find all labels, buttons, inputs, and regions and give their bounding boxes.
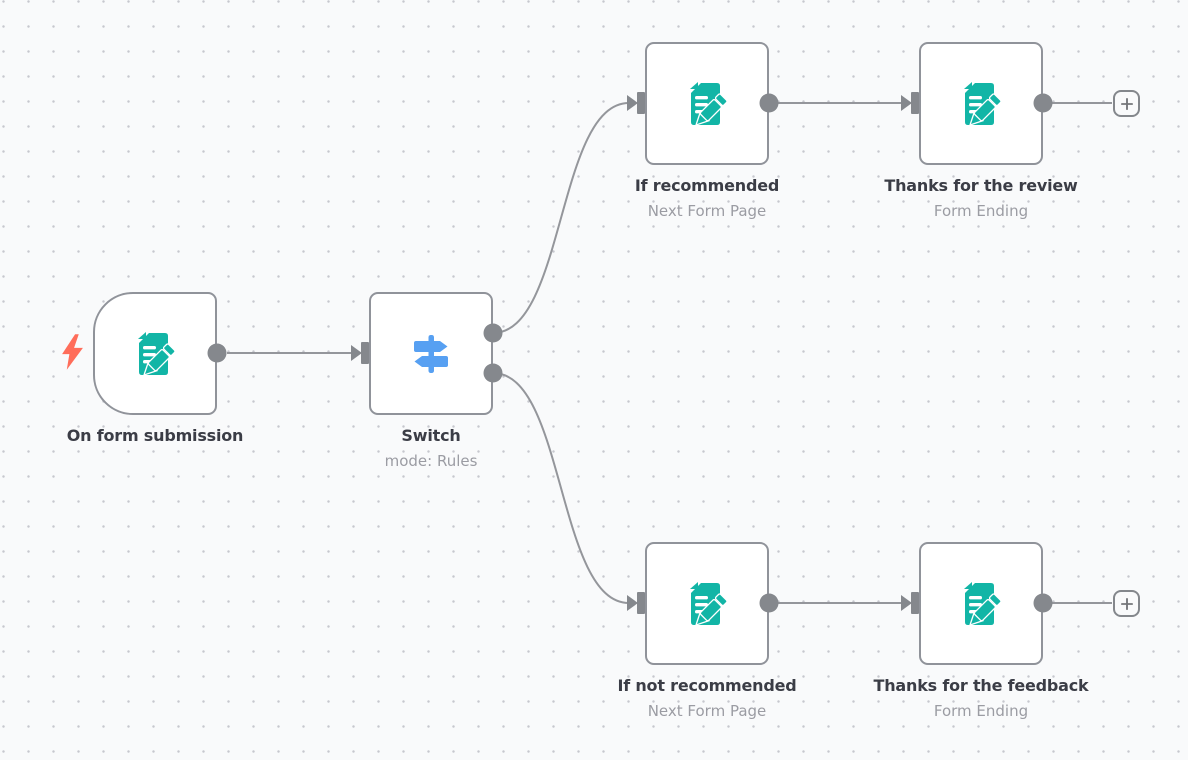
node-label-if-recommended: If recommended	[634, 176, 780, 195]
node-label-switch: Switch	[401, 426, 461, 445]
node-subtitle-thanks-for-the-review: Form Ending	[933, 201, 1029, 220]
node-box-if-recommended[interactable]	[645, 42, 769, 165]
node-label-on-form-submission: On form submission	[66, 426, 244, 445]
node-label-thanks-for-the-review: Thanks for the review	[884, 176, 1078, 195]
node-thanks-for-the-review: Thanks for the review Form Ending	[884, 42, 1078, 220]
node-box-thanks-for-the-feedback[interactable]	[919, 542, 1043, 665]
node-if-recommended: If recommended Next Form Page	[635, 42, 779, 220]
node-on-form-submission: On form submission	[93, 292, 243, 445]
form-pencil-icon	[129, 328, 181, 380]
plus-icon	[1116, 593, 1138, 615]
form-pencil-icon	[681, 78, 733, 130]
add-node-button-top[interactable]	[1113, 90, 1140, 117]
node-if-not-recommended: If not recommended Next Form Page	[617, 542, 797, 720]
connection-switch-to-if-not-recommended[interactable]	[492, 372, 630, 604]
switch-signpost-icon	[405, 328, 457, 380]
input-port-thanks-review	[901, 92, 919, 114]
input-port-switch	[351, 342, 369, 364]
form-pencil-icon	[955, 78, 1007, 130]
form-pencil-icon	[955, 578, 1007, 630]
input-port-if-not-recommended	[627, 592, 645, 614]
node-box-if-not-recommended[interactable]	[645, 542, 769, 665]
node-label-thanks-for-the-feedback: Thanks for the feedback	[873, 676, 1089, 695]
form-pencil-icon	[681, 578, 733, 630]
input-port-thanks-feedback	[901, 592, 919, 614]
node-subtitle-thanks-for-the-feedback: Form Ending	[933, 701, 1029, 720]
node-box-thanks-for-the-review[interactable]	[919, 42, 1043, 165]
node-box-on-form-submission[interactable]	[93, 292, 217, 415]
plus-icon	[1116, 93, 1138, 115]
connection-switch-to-if-recommended[interactable]	[492, 102, 630, 334]
node-box-switch[interactable]	[369, 292, 493, 415]
trigger-bolt-icon	[60, 334, 85, 370]
node-subtitle-if-not-recommended: Next Form Page	[647, 701, 767, 720]
node-thanks-for-the-feedback: Thanks for the feedback Form Ending	[874, 542, 1089, 720]
add-node-button-bottom[interactable]	[1113, 590, 1140, 617]
input-port-if-recommended	[627, 92, 645, 114]
node-label-if-not-recommended: If not recommended	[617, 676, 797, 695]
node-switch: Switch mode: Rules	[369, 292, 493, 470]
node-subtitle-if-recommended: Next Form Page	[647, 201, 767, 220]
node-subtitle-switch: mode: Rules	[384, 451, 478, 470]
